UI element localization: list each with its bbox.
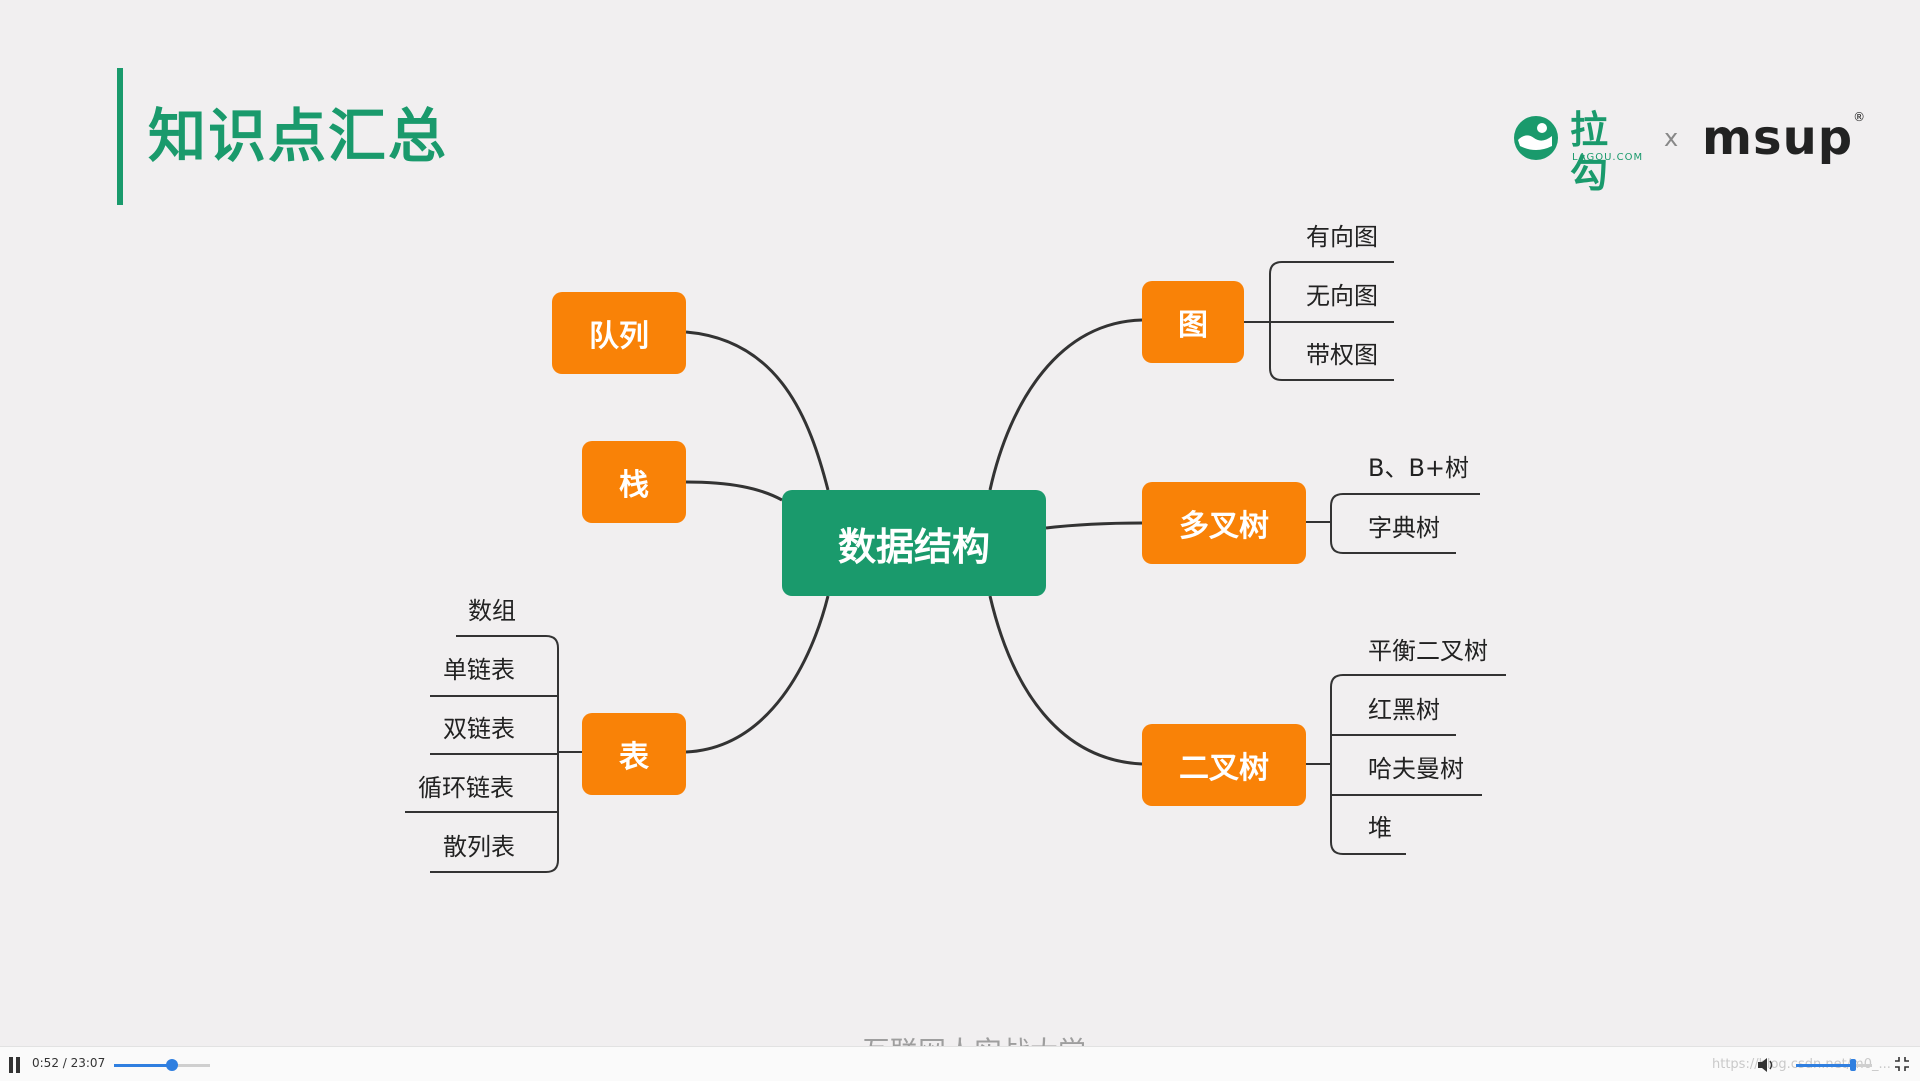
msup-brand-text: msup® bbox=[1702, 110, 1866, 166]
bracket-multiway-tree bbox=[1330, 493, 1480, 554]
branch-node-queue: 队列 bbox=[552, 292, 686, 374]
volume-thumb[interactable] bbox=[1850, 1059, 1856, 1071]
connector-stack bbox=[685, 480, 783, 502]
leaf-heap: 堆 bbox=[1368, 814, 1392, 842]
leaf-undirected-graph: 无向图 bbox=[1306, 282, 1378, 310]
leaf-weighted-graph: 带权图 bbox=[1306, 341, 1378, 369]
title-accent-bar bbox=[117, 68, 123, 205]
leaf-doubly-linked-list: 双链表 bbox=[443, 715, 515, 743]
leaf-circular-linked-list: 循环链表 bbox=[418, 774, 514, 802]
progress-fill bbox=[114, 1064, 172, 1067]
registered-mark: ® bbox=[1853, 110, 1867, 124]
leaf-trie: 字典树 bbox=[1368, 514, 1440, 542]
slide-title: 知识点汇总 bbox=[148, 102, 449, 170]
bracket-binary-tree bbox=[1330, 674, 1506, 855]
branch-node-binary-tree: 二叉树 bbox=[1142, 724, 1306, 806]
slide: 知识点汇总 拉勾 LAGOU.COM x msup® bbox=[117, 68, 1866, 1068]
mindmap-connectors bbox=[405, 261, 1506, 873]
branch-node-graph: 图 bbox=[1142, 281, 1244, 363]
msup-brand-name: msup bbox=[1702, 110, 1854, 166]
leaf-singly-linked-list: 单链表 bbox=[443, 656, 515, 684]
connector-graph bbox=[988, 318, 1143, 491]
leaf-directed-graph: 有向图 bbox=[1306, 223, 1378, 251]
exit-fullscreen-icon[interactable] bbox=[1894, 1056, 1910, 1072]
lagou-brand-text: 拉勾 bbox=[1570, 108, 1609, 196]
volume-icon[interactable] bbox=[1756, 1057, 1776, 1073]
connector-table bbox=[685, 595, 830, 754]
leaf-b-tree: B、B+树 bbox=[1368, 454, 1470, 482]
leaf-array: 数组 bbox=[468, 597, 516, 625]
progress-thumb[interactable] bbox=[165, 1059, 178, 1071]
leaf-balanced-binary-tree: 平衡二叉树 bbox=[1368, 637, 1488, 665]
volume-fill bbox=[1796, 1064, 1853, 1067]
connector-queue bbox=[685, 330, 830, 491]
progress-bar[interactable] bbox=[114, 1059, 210, 1071]
branch-node-table: 表 bbox=[582, 713, 686, 795]
connector-binary-tree bbox=[988, 595, 1143, 766]
connector-multiway-tree bbox=[1045, 521, 1143, 530]
branch-node-multiway-tree: 多叉树 bbox=[1142, 482, 1306, 564]
lagou-brand-subtext: LAGOU.COM bbox=[1572, 152, 1644, 163]
video-player-controls: 0:52 / 23:07 https://blog.csdn.net/m0_..… bbox=[0, 1046, 1920, 1081]
leaf-hash-table: 散列表 bbox=[443, 833, 515, 861]
playback-time: 0:52 / 23:07 bbox=[32, 1056, 106, 1070]
pause-icon[interactable] bbox=[8, 1057, 22, 1073]
leaf-huffman-tree: 哈夫曼树 bbox=[1368, 755, 1464, 783]
brand-separator: x bbox=[1664, 124, 1679, 152]
center-node-data-structures: 数据结构 bbox=[782, 490, 1046, 596]
branch-node-stack: 栈 bbox=[582, 441, 686, 523]
lagou-logo-icon bbox=[1514, 116, 1558, 160]
volume-slider[interactable] bbox=[1796, 1059, 1872, 1071]
leaf-red-black-tree: 红黑树 bbox=[1368, 696, 1440, 724]
